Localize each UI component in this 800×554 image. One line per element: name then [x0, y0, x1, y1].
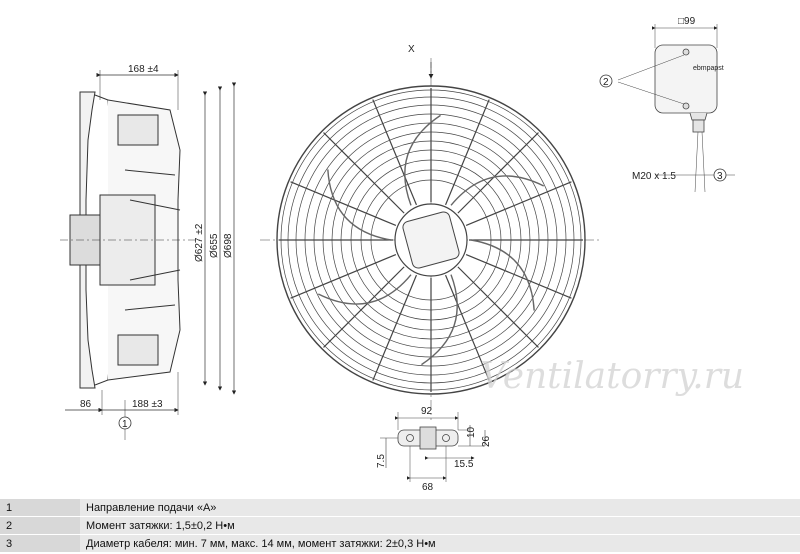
dim-168: 168 ±4	[128, 64, 159, 75]
dim-86: 86	[80, 399, 92, 410]
dim-627: Ø627 ±2	[194, 223, 205, 262]
callout-1: 1	[122, 419, 128, 430]
dim-188: 188 ±3	[132, 399, 163, 410]
callout-3-circle	[713, 168, 727, 182]
legend-text: Момент затяжки: 1,5±0,2 Н•м	[80, 516, 800, 535]
front-view	[260, 58, 600, 420]
terminal-box	[617, 24, 735, 193]
dim-655: Ø655	[209, 233, 220, 258]
box-size-99: □99	[678, 16, 696, 27]
dim-15-5: 15.5	[454, 459, 474, 470]
legend-number: 3	[0, 534, 80, 553]
dim-10: 10	[466, 426, 477, 438]
dim-68: 68	[422, 482, 434, 493]
box-brand: ebmpapst	[693, 65, 724, 72]
legend-number: 2	[0, 516, 80, 535]
axis-x-label: X	[408, 44, 415, 55]
gland-size: M20 x 1.5	[632, 171, 676, 182]
legend-text: Направление подачи «A»	[80, 498, 800, 517]
legend-number: 1	[0, 498, 80, 517]
callout-2-circle	[599, 74, 613, 88]
dim-7-5: 7.5	[376, 454, 387, 468]
side-view	[60, 70, 237, 440]
callout-2: 2	[603, 77, 609, 88]
callout-3: 3	[717, 171, 723, 182]
watermark: Ventilatorry.ru	[480, 356, 745, 397]
dim-26: 26	[481, 435, 492, 447]
mount-detail	[380, 412, 486, 482]
dim-698: Ø698	[223, 233, 234, 258]
technical-drawing: 168 ±4 86 188 ±3 Ø627 ±2 Ø655 Ø698 1 X □…	[60, 16, 735, 493]
callout-1-circle	[118, 416, 132, 430]
legend-text: Диаметр кабеля: мин. 7 мм, макс. 14 мм, …	[80, 534, 800, 553]
dim-92: 92	[421, 406, 433, 417]
